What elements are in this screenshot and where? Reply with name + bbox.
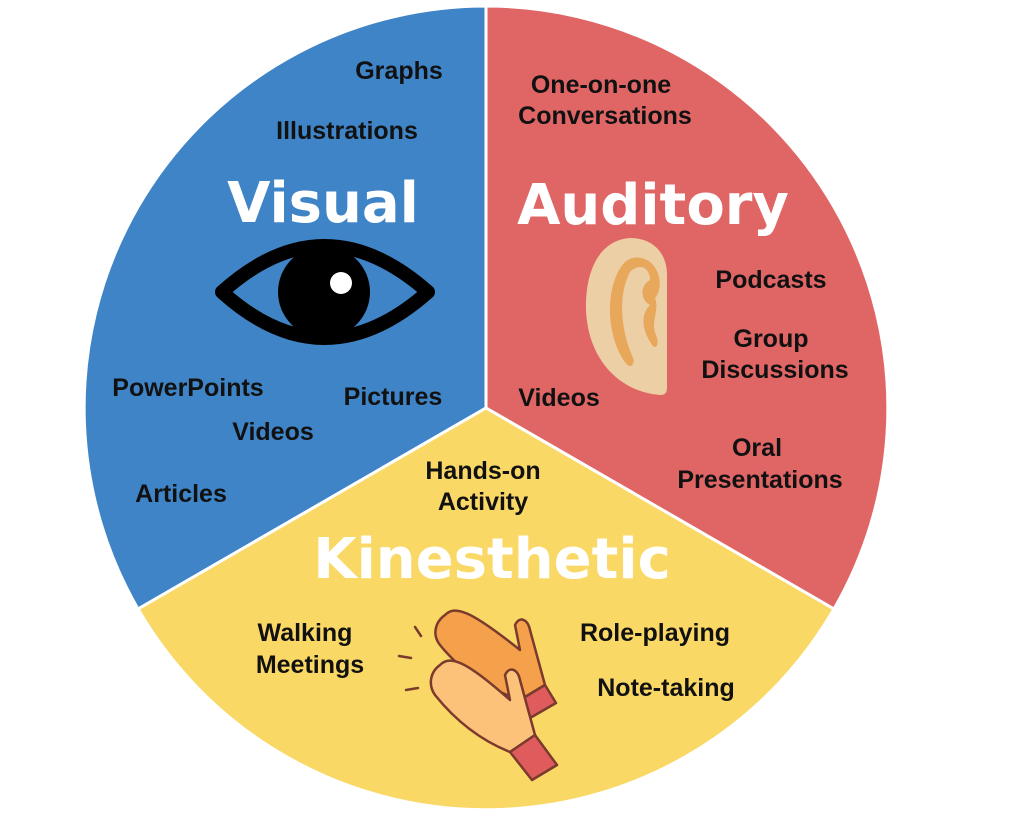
kinesthetic-title: Kinesthetic [313, 527, 671, 592]
auditory-item-one-on-one: One-on-one [531, 71, 671, 99]
kinesthetic-item-walking: Walking [258, 619, 353, 647]
visual-item-videos: Videos [232, 418, 314, 446]
auditory-item-discussions: Discussions [701, 356, 848, 384]
auditory-item-group: Group [734, 325, 809, 353]
auditory-sector [484, 4, 890, 612]
kinesthetic-item-activity: Activity [438, 488, 528, 516]
visual-item-graphs: Graphs [355, 57, 443, 85]
kinesthetic-item-hands-on: Hands-on [425, 457, 540, 485]
auditory-item-oral: Oral [732, 434, 782, 462]
kinesthetic-item-meetings: Meetings [256, 651, 364, 679]
ear-icon [585, 238, 668, 395]
visual-item-powerpoints: PowerPoints [112, 374, 263, 402]
auditory-item-conversations: Conversations [518, 102, 692, 130]
visual-item-illustrations: Illustrations [276, 117, 418, 145]
visual-item-articles: Articles [135, 480, 227, 508]
auditory-item-videos: Videos [518, 384, 600, 412]
visual-item-pictures: Pictures [344, 383, 443, 411]
visual-title: Visual [227, 171, 419, 236]
auditory-title: Auditory [517, 173, 789, 238]
kinesthetic-item-note-taking: Note-taking [597, 674, 735, 702]
auditory-item-podcasts: Podcasts [715, 266, 826, 294]
auditory-item-presentations: Presentations [677, 466, 842, 494]
kinesthetic-sector [135, 406, 837, 812]
eye-icon [215, 239, 435, 345]
kinesthetic-item-role-playing: Role-playing [580, 619, 730, 647]
clapping-hands-icon [397, 609, 559, 782]
